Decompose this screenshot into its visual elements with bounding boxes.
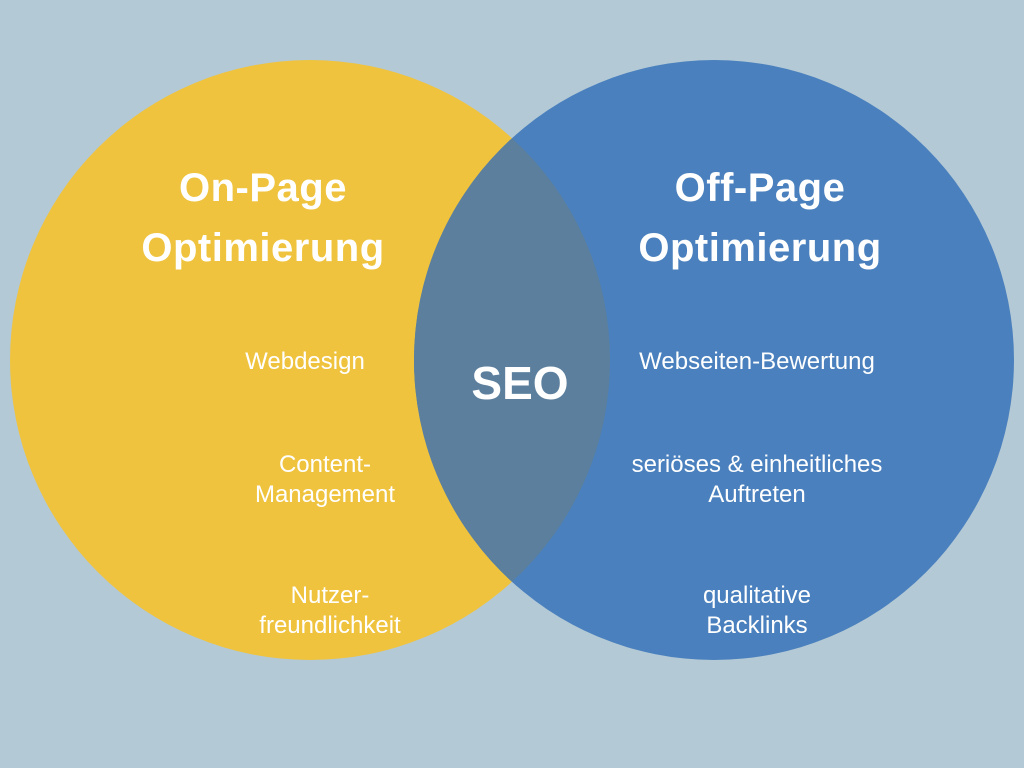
on-page-title: On-Page Optimierung: [141, 166, 385, 270]
on-page-item-nutzerfreundlichkeit: Nutzer- freundlichkeit: [259, 582, 401, 639]
off-page-item-webseiten-bewertung: Webseiten-Bewertung: [639, 348, 875, 375]
off-page-item-serioeses-auftreten: seriöses & einheitliches Auftreten: [631, 451, 883, 508]
on-page-item-webdesign: Webdesign: [245, 348, 365, 375]
off-page-title: Off-Page Optimierung: [638, 166, 882, 270]
seo-label: SEO: [471, 357, 569, 409]
overlap-lens: [414, 138, 610, 582]
on-page-item-content-management: Content- Management: [254, 451, 396, 508]
off-page-item-qualitative-backlinks: qualitative Backlinks: [702, 582, 812, 639]
